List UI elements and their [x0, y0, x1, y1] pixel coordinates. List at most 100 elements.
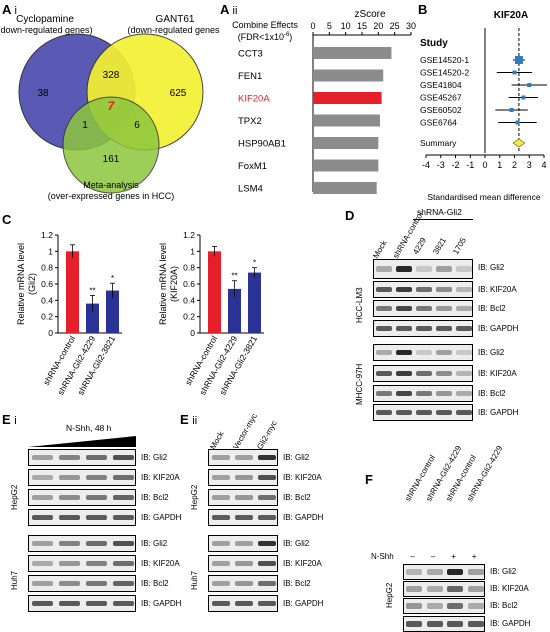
blot-eii-band-row: [208, 489, 278, 506]
blot-band: [436, 370, 452, 377]
blot-d-row-label: IB: GAPDH: [478, 324, 519, 333]
blot-band: [396, 325, 412, 332]
venn-diagram: Cyclopamine (down-regulated genes) GANT6…: [0, 14, 220, 201]
blot-band: [396, 286, 412, 293]
blot-band: [436, 390, 452, 397]
blot-band: [447, 621, 464, 627]
blot-band: [86, 474, 107, 481]
blot-band: [59, 474, 80, 481]
blot-ei-band-row: [28, 535, 136, 552]
blot-band: [406, 569, 423, 575]
forest-study-name: GSE41804: [420, 80, 462, 90]
blot-eii-row-label: IB: KIF20A: [283, 559, 322, 568]
mrna-tick-label: 0: [190, 328, 195, 338]
blot-band: [426, 603, 443, 609]
blot-eii-row-label: IB: Bcl2: [283, 579, 311, 588]
blot-f-row-label: IB: Gli2: [490, 567, 517, 576]
blot-band: [376, 325, 392, 332]
mrna-tick-label: 0.8: [41, 263, 53, 273]
blot-band: [86, 580, 107, 587]
blot-band: [426, 621, 443, 627]
blot-band: [447, 586, 464, 592]
mrna-tick-label: 0.8: [183, 263, 195, 273]
blot-band: [376, 409, 392, 416]
blot-band: [416, 390, 432, 397]
blot-band: [32, 474, 53, 481]
zscore-tick-label: 15: [357, 21, 367, 31]
zscore-bar: [313, 47, 392, 59]
blot-ei-cell-label: Huh7: [10, 570, 19, 590]
blot-d-row-label: IB: Gli2: [478, 263, 505, 272]
mrna-tick-label: 0.4: [41, 295, 53, 305]
blot-ei-gradient-triangle: [28, 436, 136, 447]
blot-d-band-row: [373, 365, 473, 382]
venn-s12: 328: [103, 70, 120, 81]
venn-s13: 1: [82, 120, 88, 131]
zscore-tick-label: 10: [341, 21, 351, 31]
blot-band: [211, 540, 230, 547]
zscore-bar: [313, 114, 380, 127]
blot-band: [59, 514, 80, 521]
blot-band: [211, 474, 230, 481]
blot-band: [59, 540, 80, 547]
blot-band: [436, 349, 452, 356]
blot-band: [406, 586, 423, 592]
forest-study-marker: [527, 83, 532, 87]
mrna-significance: **: [89, 286, 95, 295]
blot-band: [258, 494, 277, 501]
forest-tick-label: 3: [527, 160, 532, 170]
mrna-bar: [248, 272, 261, 333]
blot-band: [467, 621, 484, 627]
blot-band: [376, 349, 392, 356]
blot-band: [467, 603, 484, 609]
blot-ei-gradient-shape: [28, 436, 136, 447]
mrna-bar: [86, 303, 99, 333]
blot-ei-row-label: IB: Gli2: [141, 539, 168, 548]
blot-eii-band-row: [208, 509, 278, 526]
zscore-bar: [313, 92, 382, 104]
blot-band: [86, 454, 107, 461]
blot-band: [376, 305, 392, 312]
blot-band: [32, 560, 53, 567]
blot-d-row-label: IB: KIF20A: [478, 285, 517, 294]
blot-band: [32, 454, 53, 461]
mrna-significance: **: [231, 272, 237, 281]
blot-band: [396, 265, 412, 273]
forest-study-marker: [509, 108, 514, 112]
blot-band: [456, 409, 472, 416]
blot-band: [211, 494, 230, 501]
blot-band: [416, 286, 432, 293]
forest-tick-label: -4: [422, 160, 430, 170]
venn-only3: 161: [103, 154, 120, 165]
forest-summary-label: Summary: [420, 138, 457, 148]
mrna-bar: [208, 251, 221, 333]
panel-label-b: B: [418, 2, 428, 17]
blot-band: [436, 325, 452, 332]
blot-band: [211, 454, 230, 461]
blot-ei-treatment: N-Shh, 48 h: [66, 423, 112, 433]
blot-eii-band-row: [208, 555, 278, 572]
mrna-bar: [106, 290, 119, 333]
blot-eii-cell-label: HepG2: [190, 484, 199, 510]
blot-band: [113, 560, 134, 567]
blot-d-col-label: Mock: [371, 238, 389, 260]
blot-ei-band-row: [28, 595, 136, 612]
blot-eii-row-label: IB: GAPDH: [283, 513, 324, 522]
blot-d-band-row: [373, 300, 473, 317]
blot-band: [86, 540, 107, 547]
blot-band: [235, 514, 253, 521]
blot-band: [436, 305, 452, 312]
blot-d-band-row: [373, 281, 473, 298]
blot-ei-band-row: [28, 555, 136, 572]
forest-tick-label: 4: [541, 160, 546, 170]
blot-ei-row-label: IB: GAPDH: [141, 599, 182, 608]
forest-tick-label: -2: [451, 160, 459, 170]
blot-band: [376, 370, 392, 377]
blot-band: [258, 540, 277, 547]
blot-band: [416, 409, 432, 416]
zscore-gene-label: TPX2: [238, 116, 262, 127]
